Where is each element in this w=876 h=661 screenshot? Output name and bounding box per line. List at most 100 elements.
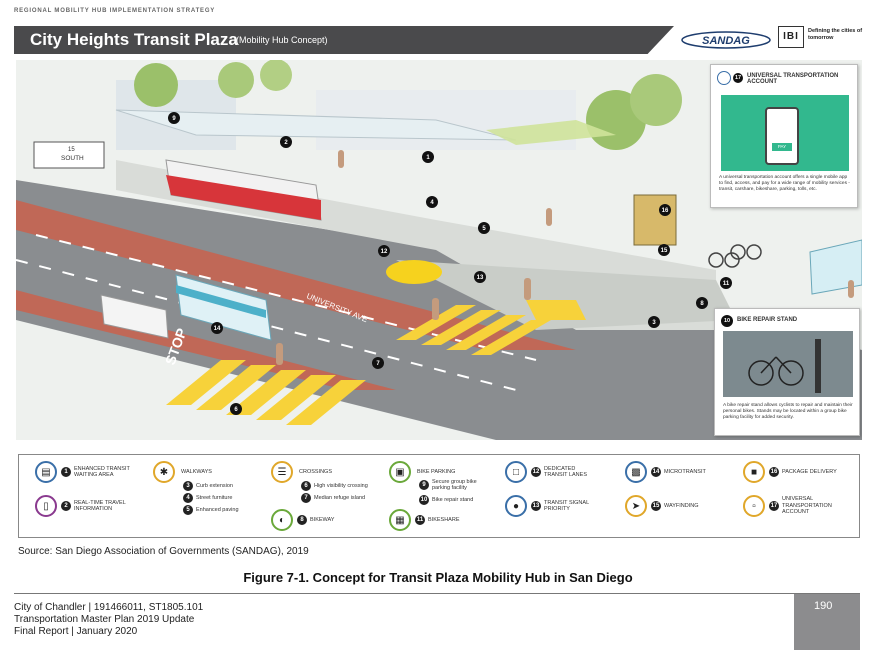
legend-item-bike-parking: ▣ BIKE PARKING bbox=[389, 461, 455, 483]
marker-number: 1 bbox=[426, 155, 430, 161]
figure-header: City Heights Transit Plaza (Mobility Hub… bbox=[14, 26, 862, 54]
mobility-hub-illustration: STOP UNIVERSITY AVE SOUTH 15 bbox=[16, 60, 862, 440]
marker-number: 14 bbox=[214, 326, 221, 332]
callout-description: A bike repair stand allows cyclists to r… bbox=[723, 403, 853, 420]
legend-label: Secure group bike parking facility bbox=[432, 479, 477, 491]
callout-bike-repair: 10 BIKE REPAIR STAND A bike repair stand… bbox=[714, 308, 860, 436]
lock-icon: ▣ bbox=[389, 461, 411, 483]
pay-button-label: PAY bbox=[772, 143, 792, 151]
legend-number: 2 bbox=[61, 501, 71, 511]
legend-item-transit-waiting: ▤ 1 ENHANCED TRANSIT WAITING AREA bbox=[35, 461, 136, 483]
phone-icon: PAY bbox=[765, 107, 799, 165]
callout-title: BIKE REPAIR STAND bbox=[737, 317, 798, 323]
legend-number: 10 bbox=[419, 495, 429, 505]
legend-number: 8 bbox=[297, 515, 307, 525]
legend-item-universal-account: ▫ 17 UNIVERSAL TRANSPORTATION ACCOUNT bbox=[743, 495, 840, 517]
van-icon: ▩ bbox=[625, 461, 647, 483]
route-shield-number: 15 bbox=[68, 147, 75, 153]
marker-number: 12 bbox=[381, 249, 388, 255]
legend-label: DEDICATED TRANSIT LANES bbox=[544, 465, 587, 479]
south-direction-sign: SOUTH bbox=[61, 155, 84, 162]
legend-number: 12 bbox=[531, 467, 541, 477]
signal-icon: ● bbox=[505, 495, 527, 517]
legend-sub-median-refuge: 7 Median refuge island bbox=[297, 493, 365, 503]
account-icon: ▫ bbox=[743, 495, 765, 517]
marker-number: 3 bbox=[652, 320, 656, 326]
microtransit-van-illustration bbox=[175, 274, 272, 341]
legend-label: TRANSIT SIGNAL PRIORITY bbox=[544, 499, 589, 513]
legend-number: 17 bbox=[769, 501, 779, 511]
marker-number: 5 bbox=[482, 226, 486, 232]
footer-line-2: Transportation Master Plan 2019 Update bbox=[14, 614, 195, 625]
footer-line-3: Final Report | January 2020 bbox=[14, 626, 138, 637]
street-scene: STOP UNIVERSITY AVE SOUTH 15 bbox=[16, 60, 862, 440]
legend-sub-high-visibility: 6 High visibility crossing bbox=[297, 481, 368, 491]
legend-item-package-delivery: ■ 16 PACKAGE DELIVERY bbox=[743, 461, 837, 483]
legend-label: MICROTRANSIT bbox=[664, 468, 706, 475]
footer-line-1: City of Chandler | 191466011, ST1805.101 bbox=[14, 602, 204, 613]
legend-label: Median refuge island bbox=[314, 495, 366, 501]
legend-panel: ▤ 1 ENHANCED TRANSIT WAITING AREA ▯ 2 RE… bbox=[18, 454, 860, 538]
legend-number: 1 bbox=[61, 467, 71, 477]
legend-number: 9 bbox=[419, 480, 429, 490]
legend-number: 4 bbox=[183, 493, 193, 503]
footer-info: City of Chandler | 191466011, ST1805.101… bbox=[14, 602, 203, 638]
bikeway-icon: ◐ bbox=[271, 509, 293, 531]
callout-number: 10 bbox=[721, 315, 733, 327]
figure-title: City Heights Transit Plaza bbox=[30, 30, 238, 49]
header-background bbox=[14, 26, 674, 54]
legend-label: Bike repair stand bbox=[432, 497, 474, 503]
legend-number: 13 bbox=[531, 501, 541, 511]
callout-universal-account: 17 UNIVERSAL TRANSPORTATION ACCOUNT PAY … bbox=[710, 64, 858, 208]
pedestrian-icon: ✱ bbox=[153, 461, 175, 483]
legend-label: BIKE PARKING bbox=[417, 468, 456, 475]
marker-number: 8 bbox=[700, 301, 704, 307]
figure-caption: Figure 7-1. Concept for Transit Plaza Mo… bbox=[243, 570, 633, 585]
sandag-logo: SANDAG bbox=[681, 31, 771, 49]
bus-shelter-icon: ▤ bbox=[35, 461, 57, 483]
source-note: Source: San Diego Association of Governm… bbox=[18, 546, 309, 557]
crosswalk-icon: ☰ bbox=[271, 461, 293, 483]
legend-number: 3 bbox=[183, 481, 193, 491]
legend-number: 15 bbox=[651, 501, 661, 511]
legend-label: High visibility crossing bbox=[314, 483, 368, 489]
legend-label: Enhanced paving bbox=[196, 507, 239, 513]
legend-item-microtransit: ▩ 14 MICROTRANSIT bbox=[625, 461, 706, 483]
legend-label: CROSSINGS bbox=[299, 468, 333, 475]
legend-sub-bike-repair: 10 Bike repair stand bbox=[415, 495, 473, 505]
package-locker-illustration bbox=[633, 194, 677, 246]
figure-subtitle: (Mobility Hub Concept) bbox=[236, 35, 328, 45]
legend-label: WALKWAYS bbox=[181, 468, 212, 475]
legend-sub-enhanced-paving: 5 Enhanced paving bbox=[179, 505, 239, 515]
marker-number: 11 bbox=[723, 281, 730, 287]
marker-number: 7 bbox=[376, 361, 380, 367]
legend-sub-secure-parking: 9 Secure group bike parking facility bbox=[415, 479, 488, 491]
legend-item-crossings: ☰ CROSSINGS bbox=[271, 461, 332, 483]
callout-description: A universal transportation account offer… bbox=[719, 175, 850, 192]
legend-item-walkways: ✱ WALKWAYS bbox=[153, 461, 212, 483]
marker-number: 15 bbox=[661, 248, 668, 254]
marker-number: 4 bbox=[430, 200, 434, 206]
bike-rack-illustration bbox=[708, 244, 762, 268]
legend-label: WAYFINDING bbox=[664, 502, 699, 509]
marker-number: 16 bbox=[662, 208, 669, 214]
legend-number: 16 bbox=[769, 467, 779, 477]
bus-illustration bbox=[165, 159, 322, 221]
legend-item-signal-priority: ● 13 TRANSIT SIGNAL PRIORITY bbox=[505, 495, 598, 517]
legend-number: 7 bbox=[301, 493, 311, 503]
marker-number: 13 bbox=[477, 275, 484, 281]
legend-number: 5 bbox=[183, 505, 193, 515]
marker-number: 2 bbox=[284, 140, 288, 146]
legend-item-bikeway: ◐ 8 BIKEWAY bbox=[271, 509, 334, 531]
sandag-logo-text: SANDAG bbox=[702, 35, 750, 47]
legend-label: BIKEWAY bbox=[310, 516, 335, 523]
legend-label: REAL-TIME TRAVEL INFORMATION bbox=[74, 499, 126, 513]
legend-item-wayfinding: ➤ 15 WAYFINDING bbox=[625, 495, 699, 517]
legend-label: UNIVERSAL TRANSPORTATION ACCOUNT bbox=[782, 496, 832, 516]
account-icon bbox=[717, 71, 731, 85]
legend-item-realtime-info: ▯ 2 REAL-TIME TRAVEL INFORMATION bbox=[35, 495, 136, 517]
phone-app-image: PAY bbox=[721, 95, 849, 171]
ibi-logo: IBI bbox=[778, 26, 804, 48]
bikeshare-icon: ▦ bbox=[389, 509, 411, 531]
